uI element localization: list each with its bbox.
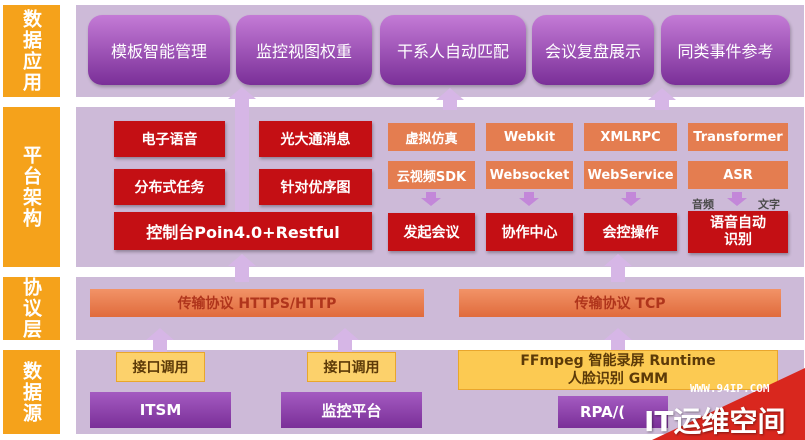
module-console: 控制台Poin4.0+Restful [114, 212, 372, 250]
arrow-down-icon [421, 192, 441, 206]
interface-call-monitor: 接口调用 [307, 352, 396, 382]
module-distributed-task: 分布式任务 [114, 169, 225, 205]
layer-label-platform: 平台架构 [3, 107, 60, 267]
module-speech-recognition: 语音自动识别 [688, 211, 788, 253]
protocol-tcp-bar: 传输协议 TCP [459, 289, 781, 317]
arrow-down-icon [621, 192, 641, 206]
tech-xmlrpc: XMLRPC [584, 123, 677, 151]
ffmpeg-line-2: 人脸识别 GMM [567, 371, 669, 387]
watermark-url: WWW.94IP.COM [690, 382, 770, 395]
arrow-down-icon [727, 192, 747, 206]
tech-cloud-video-sdk: 云视频SDK [388, 161, 475, 189]
arrow-up-icon [331, 328, 359, 352]
source-monitor-platform: 监控平台 [281, 392, 422, 428]
layer-label-source: 数据源 [3, 350, 60, 434]
source-itsm: ITSM [90, 392, 231, 428]
module-priority-graph: 针对优序图 [259, 169, 372, 205]
asr-audio-label: 音频 [692, 198, 714, 211]
layer-label-application: 数据应用 [3, 5, 60, 97]
arrow-up-icon [436, 88, 464, 110]
watermark-brand: IT运维空间 [644, 405, 786, 438]
module-electronic-voice: 电子语音 [114, 121, 225, 157]
app-stakeholder-match[interactable]: 干系人自动匹配 [380, 15, 526, 85]
arrow-down-icon [519, 192, 539, 206]
source-rpa: RPA/( [558, 396, 668, 428]
module-meeting-control: 会控操作 [584, 213, 677, 251]
arrow-up-icon [648, 88, 676, 110]
arrow-up-icon [604, 254, 632, 282]
app-meeting-review[interactable]: 会议复盘展示 [532, 15, 654, 85]
protocol-http-bar: 传输协议 HTTPS/HTTP [90, 289, 424, 317]
layer-label-protocol: 协议层 [3, 277, 60, 340]
asr-text-label: 文字 [758, 198, 780, 211]
module-everbright-message: 光大通消息 [259, 121, 372, 157]
tech-webservice: WebService [584, 161, 677, 189]
watermark: WWW.94IP.COM IT运维空间 [632, 368, 805, 440]
tech-virtual-sim: 虚拟仿真 [388, 123, 475, 151]
app-template-management[interactable]: 模板智能管理 [88, 15, 230, 85]
tech-transformer: Transformer [688, 123, 788, 151]
tech-websocket: Websocket [486, 161, 573, 189]
app-monitor-view-weight[interactable]: 监控视图权重 [236, 15, 372, 85]
app-similar-events[interactable]: 同类事件参考 [661, 15, 790, 85]
module-start-meeting: 发起会议 [388, 213, 475, 251]
tech-webkit: Webkit [486, 123, 573, 151]
source-ffmpeg-box: FFmpeg 智能录屏 Runtime 人脸识别 GMM [458, 350, 778, 390]
arrow-up-icon [146, 328, 174, 352]
arrow-up-icon [228, 87, 256, 219]
tech-asr: ASR [688, 161, 788, 189]
arrow-up-icon [228, 254, 256, 282]
ffmpeg-line-1: FFmpeg 智能录屏 Runtime [520, 353, 716, 369]
arrow-up-icon [604, 328, 632, 352]
module-collab-center: 协作中心 [486, 213, 573, 251]
interface-call-itsm: 接口调用 [116, 352, 205, 382]
